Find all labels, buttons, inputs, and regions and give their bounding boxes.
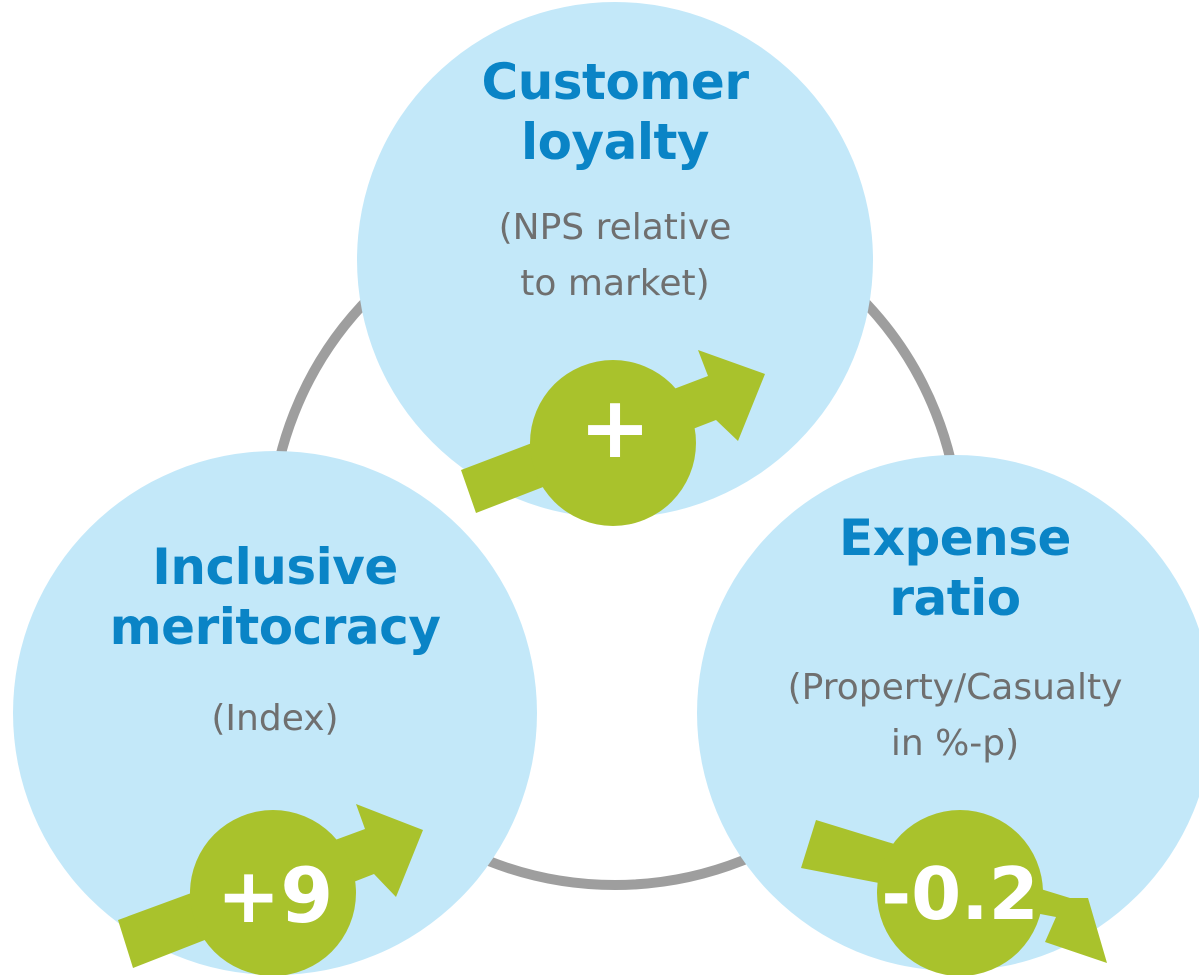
node-value-customer-loyalty: + [578,378,652,478]
node-subtitle-inclusive-meritocracy: (Index) [60,691,490,747]
node-subtitle-customer-loyalty: (NPS relative to market) [430,200,800,312]
title-line: Inclusive [152,538,398,596]
subtitle-line: to market) [520,263,710,304]
value-disc-customer-loyalty [530,360,696,526]
node-title-inclusive-meritocracy: Inclusive meritocracy [60,537,490,657]
subtitle-line: in %-p) [890,723,1020,764]
subtitle-line: (Property/Casualty [787,667,1123,708]
value-disc-expense-ratio [877,810,1043,975]
node-value-inclusive-meritocracy: +9 [216,851,334,940]
value-disc-inclusive-meritocracy [190,810,356,975]
title-line: meritocracy [109,598,441,656]
subtitle-line: (NPS relative [498,207,732,248]
title-line: Expense [839,509,1071,567]
title-line: ratio [889,569,1021,627]
node-subtitle-expense-ratio: (Property/Casualty in %-p) [720,660,1190,772]
title-line: Customer [481,53,749,111]
subtitle-line: (Index) [211,698,339,739]
node-title-expense-ratio: Expense ratio [720,508,1190,628]
node-title-customer-loyalty: Customer loyalty [430,52,800,172]
node-value-expense-ratio: -0.2 [881,852,1039,936]
title-line: loyalty [521,113,709,171]
